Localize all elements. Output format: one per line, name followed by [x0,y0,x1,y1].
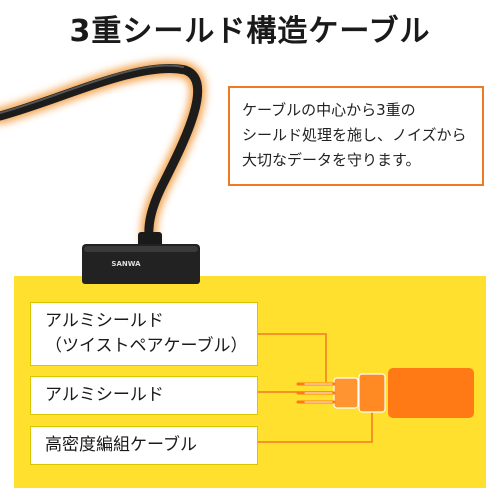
adapter-brand: SANWA [111,260,141,268]
aluminum-shield [333,377,359,409]
page-title: 3重シールド構造ケーブル [69,14,431,49]
label-aluminum-shield: アルミシールド [30,376,258,415]
adapter-lower [82,270,200,284]
cable-highlight [0,64,184,114]
braid-layer [358,373,386,413]
leader-line-1 [258,333,327,382]
cable [0,63,203,251]
label-1-line-2: （ツイストペアケーブル） [45,336,248,356]
description-callout: ケーブルの中心から3重の シールド処理を施し、ノイズから 大切なデータを守ります… [228,86,484,186]
label-braided-cable: 高密度編組ケーブル [30,426,258,465]
leader-line-3 [258,412,373,443]
label-twisted-pair-shield: アルミシールド （ツイストペアケーブル） [30,302,258,366]
adapter-edge [84,246,198,252]
callout-line-2: シールド処理を施し、ノイズから [242,126,467,144]
outer-jacket [388,368,474,418]
callout-line-3: 大切なデータを守ります。 [242,151,421,169]
callout-line-1: ケーブルの中心から3重の [242,101,416,119]
label-1-line-1: アルミシールド [45,311,164,331]
